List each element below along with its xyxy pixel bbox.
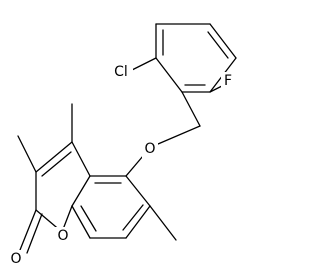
bond-c8a-c4a — [71, 175, 91, 207]
bond-c6-c7-inner — [122, 204, 144, 231]
bonds — [17, 23, 237, 254]
ether-oxygen-atom: O — [142, 140, 158, 158]
bond-a2-a3-inner — [207, 31, 229, 59]
bond-a2-a3 — [209, 23, 237, 59]
chlorine-atom: Cl — [111, 63, 133, 81]
bond-c4a-c4 — [71, 141, 91, 177]
carbonyl-oxygen-atom: O — [8, 250, 24, 268]
chlorine-label: Cl — [114, 64, 128, 80]
bond-c2-carbonyl-double — [26, 213, 43, 254]
bond-c4-c3-inner — [41, 151, 72, 177]
bond-c8-c8a-inner — [80, 205, 97, 232]
bond-c4-c3 — [35, 141, 73, 173]
bond-c5-c6 — [125, 175, 151, 207]
bond-o-c5 — [125, 155, 144, 177]
fluorine-atom: F — [221, 72, 235, 90]
bond-a5-a6 — [155, 57, 183, 93]
ether-oxygen-label: O — [144, 141, 155, 157]
bond-c8-c8a — [71, 205, 91, 239]
structure-diagram: Cl F O O O — [8, 23, 237, 268]
bond-c3-methyl — [17, 135, 37, 173]
fluorine-label: F — [224, 73, 232, 89]
carbonyl-oxygen-label: O — [10, 251, 21, 267]
bond-c2-carbonyl — [19, 209, 37, 251]
bond-c6-c7 — [125, 205, 151, 239]
atom-labels: Cl F O O O — [8, 63, 235, 268]
ring-oxygen-label: O — [57, 228, 68, 244]
bond-ch2-o-ether — [157, 125, 201, 145]
ring-oxygen-atom: O — [55, 227, 71, 245]
bond-a5-ch2 — [181, 91, 201, 127]
bond-c7-methyl — [149, 205, 177, 241]
